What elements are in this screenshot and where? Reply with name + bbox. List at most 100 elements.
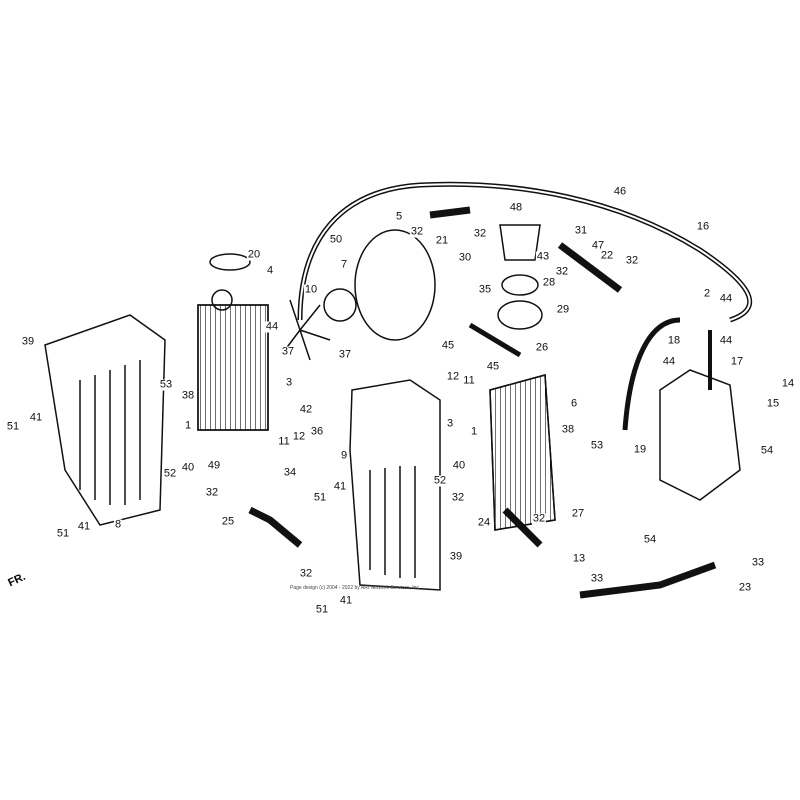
- part-label-53: 53: [589, 439, 605, 452]
- part-label-28: 28: [541, 276, 557, 289]
- part-label-15: 15: [765, 397, 781, 410]
- part-label-7: 7: [339, 258, 349, 271]
- left-shroud: [44, 314, 166, 526]
- part-label-14: 14: [780, 377, 796, 390]
- part-label-29: 29: [555, 303, 571, 316]
- part-label-52: 52: [162, 467, 178, 480]
- part-label-33: 33: [750, 556, 766, 569]
- hose-26: [468, 322, 522, 358]
- part-label-44: 44: [718, 292, 734, 305]
- part-label-37: 37: [280, 345, 296, 358]
- part-label-6: 6: [569, 397, 579, 410]
- fan-assembly: [284, 229, 436, 361]
- part-label-44: 44: [718, 334, 734, 347]
- part-label-50: 50: [328, 233, 344, 246]
- part-label-23: 23: [737, 581, 753, 594]
- part-label-11: 11: [462, 374, 476, 387]
- part-label-52: 52: [432, 474, 448, 487]
- part-label-11: 11: [277, 435, 291, 448]
- hose-23: [579, 561, 717, 599]
- part-label-53: 53: [158, 378, 174, 391]
- part-label-8: 8: [113, 518, 123, 531]
- thermostat-housing: [497, 224, 543, 330]
- part-label-19: 19: [632, 443, 648, 456]
- part-label-45: 45: [485, 360, 501, 373]
- part-label-5: 5: [394, 210, 404, 223]
- hose-25: [248, 506, 303, 548]
- part-label-41: 41: [76, 520, 92, 533]
- part-label-43: 43: [535, 250, 551, 263]
- part-label-42: 42: [298, 403, 314, 416]
- part-label-32: 32: [204, 486, 220, 499]
- part-label-12: 12: [291, 430, 307, 443]
- copyright-text: Page design (c) 2004 - 2022 by ARI Netwo…: [290, 585, 421, 591]
- part-label-51: 51: [312, 491, 328, 504]
- part-label-41: 41: [338, 594, 354, 607]
- part-label-35: 35: [477, 283, 493, 296]
- part-label-25: 25: [220, 515, 236, 528]
- part-label-1: 1: [183, 419, 193, 432]
- part-label-44: 44: [264, 320, 280, 333]
- part-label-18: 18: [666, 334, 682, 347]
- part-label-20: 20: [246, 248, 262, 261]
- part-label-2: 2: [702, 287, 712, 300]
- part-label-24: 24: [476, 516, 492, 529]
- part-label-30: 30: [457, 251, 473, 264]
- part-label-32: 32: [624, 254, 640, 267]
- part-label-9: 9: [339, 449, 349, 462]
- part-label-34: 34: [282, 466, 298, 479]
- part-label-32: 32: [554, 265, 570, 278]
- part-label-51: 51: [5, 420, 21, 433]
- part-label-48: 48: [508, 201, 524, 214]
- part-label-32: 32: [450, 491, 466, 504]
- part-label-32: 32: [298, 567, 314, 580]
- part-label-36: 36: [309, 425, 325, 438]
- part-label-12: 12: [445, 370, 461, 383]
- part-label-32: 32: [531, 512, 547, 525]
- part-label-41: 41: [28, 411, 44, 424]
- part-label-32: 32: [409, 225, 425, 238]
- part-label-37: 37: [337, 348, 353, 361]
- part-label-49: 49: [206, 459, 222, 472]
- part-label-44: 44: [661, 355, 677, 368]
- part-label-31: 31: [573, 224, 589, 237]
- part-label-39: 39: [448, 550, 464, 563]
- part-label-3: 3: [445, 417, 455, 430]
- part-label-27: 27: [570, 507, 586, 520]
- part-label-40: 40: [180, 461, 196, 474]
- part-label-38: 38: [180, 389, 196, 402]
- part-label-10: 10: [303, 283, 319, 296]
- part-label-54: 54: [759, 444, 775, 457]
- hose-22: [557, 242, 623, 293]
- part-label-46: 46: [612, 185, 628, 198]
- part-label-38: 38: [560, 423, 576, 436]
- hose-21: [429, 206, 471, 219]
- part-label-51: 51: [314, 603, 330, 616]
- part-label-47: 47: [590, 239, 606, 252]
- part-label-1: 1: [469, 425, 479, 438]
- part-label-4: 4: [265, 264, 275, 277]
- right-radiator: [489, 374, 556, 531]
- part-label-51: 51: [55, 527, 71, 540]
- part-label-32: 32: [472, 227, 488, 240]
- left-radiator: [197, 253, 269, 431]
- part-label-22: 22: [599, 249, 615, 262]
- part-label-33: 33: [589, 572, 605, 585]
- part-label-41: 41: [332, 480, 348, 493]
- part-label-40: 40: [451, 459, 467, 472]
- part-label-3: 3: [284, 376, 294, 389]
- part-label-21: 21: [434, 234, 450, 247]
- part-label-17: 17: [729, 355, 745, 368]
- part-label-39: 39: [20, 335, 36, 348]
- hose-18: [622, 317, 681, 431]
- hose-24: [502, 507, 543, 548]
- reserve-tank: [659, 369, 741, 501]
- center-shroud: [349, 379, 441, 591]
- part-label-45: 45: [440, 339, 456, 352]
- part-label-26: 26: [534, 341, 550, 354]
- part-label-16: 16: [695, 220, 711, 233]
- part-label-54: 54: [642, 533, 658, 546]
- part-label-13: 13: [571, 552, 587, 565]
